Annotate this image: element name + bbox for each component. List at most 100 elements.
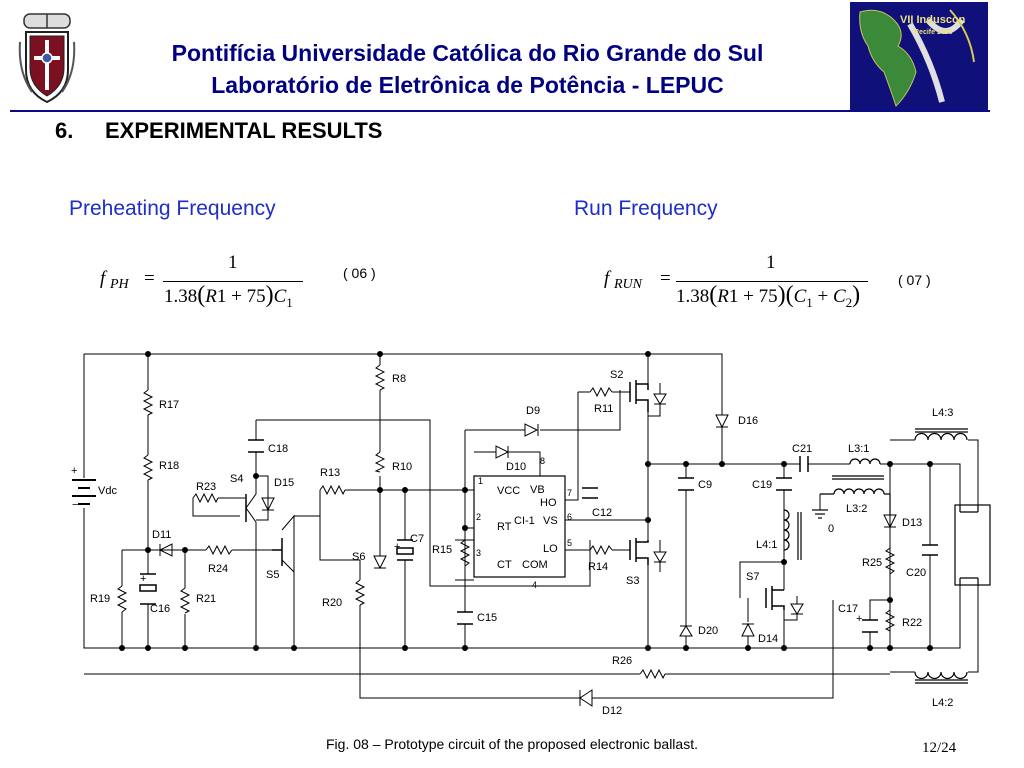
core-l4-2 (915, 679, 968, 684)
diode-d16 (715, 414, 729, 429)
induscon-logo: VII Induscon Recife 2006 (850, 2, 988, 110)
eq2-denominator: 1.38(R1 + 75)(C1 + C2) (676, 282, 861, 310)
label-c12: C12 (592, 507, 612, 519)
university-crest-logo (18, 13, 76, 104)
label-d16: D16 (738, 415, 758, 427)
eq1-den-plus: + 75 (231, 286, 266, 307)
ic-pin-5: 5 (567, 538, 572, 548)
capacitors (139, 439, 938, 633)
resistor-r22 (884, 609, 896, 632)
label-r26: R26 (612, 655, 632, 667)
slide-header: Pontifícia Universidade Católica do Rio … (0, 0, 1024, 112)
label-c16-plus: + (140, 573, 146, 585)
mosfet-s2 (629, 380, 649, 412)
capacitor-c12 (582, 487, 598, 499)
label-c7-plus: + (394, 541, 400, 553)
resistor-r21 (179, 587, 191, 614)
inductors (783, 428, 968, 684)
core-l4-1 (797, 512, 802, 560)
label-plus: + (71, 465, 77, 477)
subtitle-run: Run Frequency (574, 197, 718, 220)
ic-pin-rt: RT (497, 521, 512, 533)
logo-text-induscon: VII Induscon (900, 14, 966, 26)
ic-pin-7: 7 (567, 488, 572, 498)
eq2-den-c1-idx: 1 (806, 294, 813, 310)
eq1-f: f (100, 268, 106, 289)
section-title: 6.EXPERIMENTAL RESULTS (55, 118, 382, 144)
ic-name: CI-1 (514, 515, 535, 527)
label-s5: S5 (266, 569, 279, 581)
eq2-den-r: R (717, 286, 729, 307)
eq1-numerator: 1 (228, 252, 238, 273)
label-r17: R17 (159, 399, 179, 411)
resistor-r18 (142, 454, 154, 481)
eq2-subscript: RUN (614, 277, 642, 292)
label-c20: C20 (906, 567, 926, 579)
label-d13: D13 (902, 517, 922, 529)
label-d11: D11 (152, 529, 171, 541)
inductor-l4-3 (914, 432, 968, 441)
diode-d11 (158, 543, 173, 557)
header-lab-name: Laboratório de Eletrônica de Potência - … (211, 72, 724, 98)
label-r25: R25 (862, 557, 882, 569)
diode-s7-body (790, 603, 804, 615)
inductor-l4-1 (783, 509, 790, 551)
label-r14: R14 (588, 561, 608, 573)
l3-2-leads (820, 493, 891, 515)
battery-vdc (72, 479, 96, 505)
label-r18: R18 (159, 460, 179, 472)
page-number: 12/24 (922, 740, 957, 756)
ic-pin-lo: LO (543, 543, 558, 555)
label-c17-plus: + (856, 613, 862, 625)
resistor-r15 (459, 539, 471, 567)
label-c17: C17 (838, 603, 858, 615)
diode-s2-body (653, 393, 667, 405)
resistor-r13 (319, 484, 346, 496)
equation-run-frequency: f RUN = 1 1.38(R1 + 75)(C1 + C2) (604, 252, 874, 312)
label-c21: C21 (792, 443, 812, 455)
resistor-r17 (142, 389, 154, 416)
eq1-den-coef: 1.38 (164, 286, 198, 307)
ic-pin-ho: HO (540, 497, 557, 509)
eq2-f: f (604, 268, 610, 289)
resistor-r14 (589, 544, 613, 556)
core-l4-3 (915, 428, 968, 433)
capacitor-c18 (248, 439, 264, 453)
eq1-subscript: PH (110, 277, 129, 292)
ic-pin-4: 4 (532, 580, 537, 590)
label-r13: R13 (320, 467, 340, 479)
ballast-circuit-schematic: Vdc + − R17 R18 D11 R19 + C16 R21 R23 R2… (71, 351, 991, 717)
capacitor-c20 (922, 544, 938, 556)
eq2-den-r-idx: 1 (728, 286, 739, 307)
mosfet-s7 (765, 586, 785, 610)
eq1-den-c-idx: 1 (286, 294, 293, 310)
eq1-fraction-bar (163, 281, 303, 282)
diode-s3-body (653, 551, 667, 563)
capacitor-c9 (678, 477, 694, 491)
label-c18: C18 (268, 443, 288, 455)
diode-d14 (741, 622, 755, 637)
label-s7: S7 (746, 571, 759, 583)
label-s3: S3 (626, 575, 639, 587)
capacitor-c19 (776, 477, 792, 491)
capacitor-c16-body (139, 584, 157, 592)
eq1-den-c: C (273, 286, 287, 307)
label-c16: C16 (150, 603, 170, 615)
label-r19: R19 (90, 593, 110, 605)
label-r21: R21 (196, 593, 216, 605)
label-r10: R10 (392, 461, 412, 473)
eq2-den-c1: C (793, 286, 807, 307)
resistor-r23 (192, 492, 219, 504)
equation-number-06: ( 06 ) (343, 265, 376, 281)
resistor-r25 (884, 547, 896, 575)
resistor-r8 (374, 364, 386, 391)
capacitor-c17 (862, 619, 878, 633)
diode-d9 (524, 423, 539, 437)
label-r23: R23 (196, 481, 216, 493)
eq2-fraction-bar (676, 281, 868, 282)
diodes (158, 393, 897, 707)
ic-ci1-body (473, 475, 566, 578)
resistor-r24 (205, 544, 233, 556)
eq2-den-plus2: + (817, 286, 829, 307)
label-l3-2: L3:2 (846, 503, 867, 515)
